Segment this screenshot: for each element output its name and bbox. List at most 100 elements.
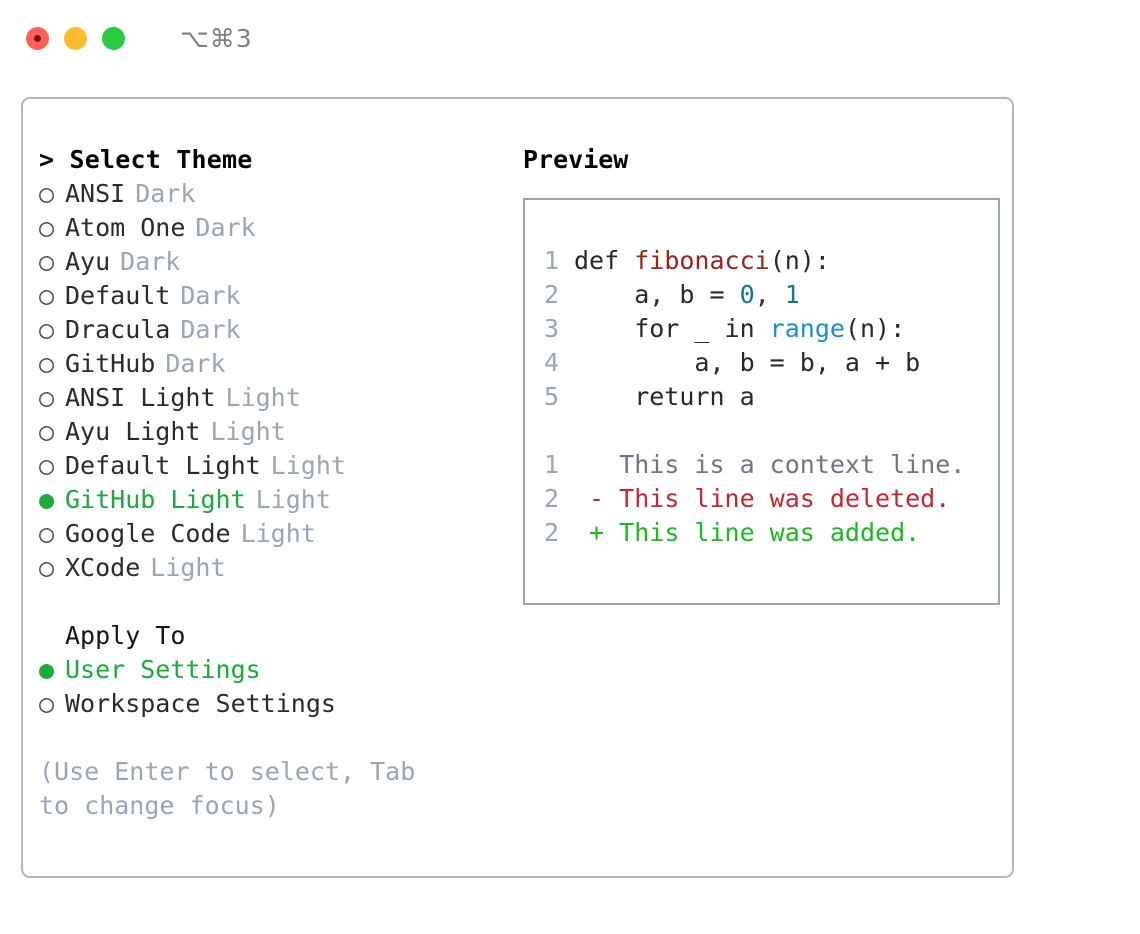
radio-selected-icon: ● (39, 485, 55, 514)
radio-unselected-icon: ○ (39, 519, 55, 548)
diff-line-del: 2 - This line was deleted. (544, 482, 998, 516)
radio-unselected-icon: ○ (39, 553, 55, 582)
theme-option-label: Google Code (65, 519, 231, 548)
preview-header: Preview (523, 145, 629, 174)
radio-unselected-icon: ○ (39, 179, 55, 208)
diff-sample: 1 This is a context line. 2 - This line w… (544, 448, 998, 550)
theme-option-atom-one[interactable]: ○ Atom One Dark (39, 211, 501, 245)
apply-to-option-list: ● User Settings ○ Workspace Settings (39, 653, 501, 721)
theme-option-label: Atom One (65, 213, 186, 242)
radio-selected-icon: ● (39, 655, 55, 684)
theme-option-variant-tag: Dark (180, 315, 241, 344)
window-controls (26, 26, 125, 50)
code-token-plain: return a (574, 382, 755, 411)
theme-option-variant-tag: Dark (195, 213, 256, 242)
diff-line-number: 2 (544, 484, 560, 513)
apply-to-header: Apply To (65, 621, 186, 650)
radio-unselected-icon: ○ (39, 247, 55, 276)
radio-unselected-icon: ○ (39, 417, 55, 446)
theme-option-variant-tag: Light (210, 417, 286, 446)
theme-option-label: Dracula (65, 315, 171, 344)
radio-unselected-icon: ○ (39, 213, 55, 242)
theme-option-label: ANSI (65, 179, 126, 208)
theme-option-label: ANSI Light (65, 383, 216, 412)
theme-option-label: Ayu (65, 247, 111, 276)
theme-option-variant-tag: Light (225, 383, 301, 412)
radio-unselected-icon: ○ (39, 349, 55, 378)
theme-option-default[interactable]: ○ Default Dark (39, 279, 501, 313)
theme-option-ansi-light[interactable]: ○ ANSI Light Light (39, 381, 501, 415)
code-diff-separator (544, 414, 998, 448)
theme-option-default-light[interactable]: ○ Default Light Light (39, 449, 501, 483)
code-line-number: 5 (544, 382, 560, 411)
close-window-button[interactable] (26, 26, 49, 50)
radio-unselected-icon: ○ (39, 315, 55, 344)
theme-option-github[interactable]: ○ GitHub Dark (39, 347, 501, 381)
code-token-plain: a, b = b, a + b (574, 348, 921, 377)
code-line: 1 def fibonacci(n): (544, 244, 998, 278)
diff-line-text: This line was deleted. (604, 484, 951, 513)
theme-option-label: Default Light (65, 451, 261, 480)
code-line: 2 a, b = 0, 1 (544, 278, 998, 312)
theme-option-label: Default (65, 281, 171, 310)
radio-unselected-icon: ○ (39, 281, 55, 310)
diff-line-add: 2 + This line was added. (544, 516, 998, 550)
theme-option-variant-tag: Dark (165, 349, 226, 378)
theme-option-ayu-light[interactable]: ○ Ayu Light Light (39, 415, 501, 449)
diff-marker: - (574, 484, 605, 513)
theme-option-xcode[interactable]: ○ XCode Light (39, 551, 501, 585)
code-token-plain: (n): (769, 246, 830, 275)
code-line: 5 return a (544, 380, 998, 414)
theme-option-label: GitHub Light (65, 485, 246, 514)
code-token-fn: fibonacci (634, 246, 770, 275)
code-line-number: 2 (544, 280, 560, 309)
theme-option-label: GitHub (65, 349, 156, 378)
code-token-num: 0 (739, 280, 755, 309)
apply-to-option-label: Workspace Settings (65, 689, 336, 718)
code-token-plain: (n): (844, 314, 906, 343)
diff-line-number: 1 (544, 450, 560, 479)
keyboard-hint-text: (Use Enter to select, Tab to change focu… (39, 757, 431, 820)
theme-option-variant-tag: Light (270, 451, 346, 480)
diff-line-text: This is a context line. (604, 450, 966, 479)
theme-option-label: XCode (65, 553, 141, 582)
code-line: 4 a, b = b, a + b (544, 346, 998, 380)
keyboard-shortcut-label: ⌥⌘3 (180, 23, 253, 53)
select-theme-header: > Select Theme (39, 145, 253, 174)
diff-marker: + (574, 518, 605, 547)
apply-to-option-workspace-settings[interactable]: ○ Workspace Settings (39, 687, 501, 721)
code-line-number: 3 (544, 314, 560, 343)
minimize-window-button[interactable] (64, 26, 87, 50)
theme-option-dracula[interactable]: ○ Dracula Dark (39, 313, 501, 347)
radio-unselected-icon: ○ (39, 383, 55, 412)
code-token-plain: for _ in (574, 314, 770, 343)
maximize-window-button[interactable] (102, 26, 125, 50)
title-bar: ⌥⌘3 (0, 0, 1140, 76)
code-token-plain: def (574, 246, 635, 275)
apply-to-option-label: User Settings (65, 655, 261, 684)
code-line-number: 4 (544, 348, 560, 377)
code-token-call: range (769, 314, 845, 343)
theme-option-ayu[interactable]: ○ Ayu Dark (39, 245, 501, 279)
theme-option-variant-tag: Dark (120, 247, 181, 276)
theme-option-label: Ayu Light (65, 417, 201, 446)
diff-line-text: This line was added. (604, 518, 921, 547)
theme-option-google-code[interactable]: ○ Google Code Light (39, 517, 501, 551)
radio-unselected-icon: ○ (39, 689, 55, 718)
diff-line-number: 2 (544, 518, 560, 547)
diff-marker (574, 450, 604, 479)
radio-unselected-icon: ○ (39, 451, 55, 480)
theme-option-variant-tag: Dark (180, 281, 241, 310)
theme-option-variant-tag: Light (240, 519, 316, 548)
theme-option-variant-tag: Light (150, 553, 226, 582)
code-line-number: 1 (544, 246, 560, 275)
apply-to-option-user-settings[interactable]: ● User Settings (39, 653, 501, 687)
